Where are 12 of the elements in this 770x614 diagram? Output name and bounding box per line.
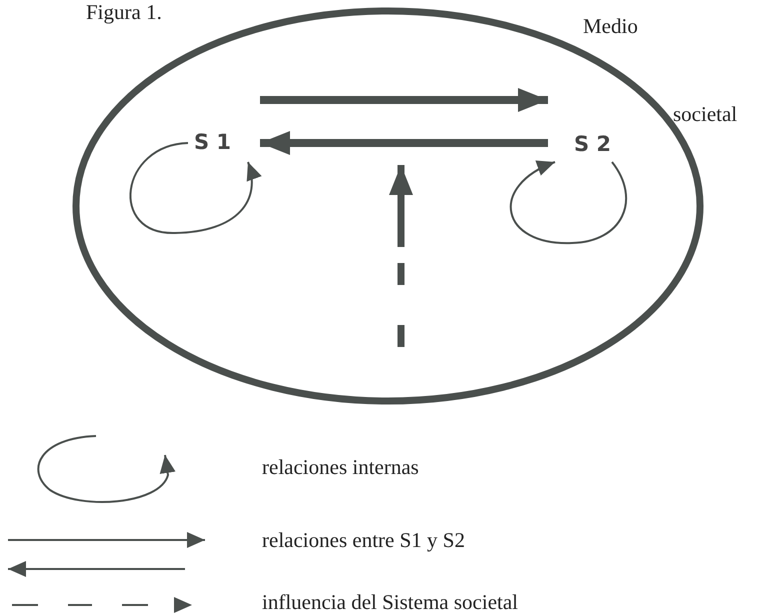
environment-label: Medio bbox=[583, 14, 638, 39]
arrow bbox=[260, 131, 548, 155]
environment-label: societal bbox=[673, 102, 738, 127]
legend-label: relaciones internas bbox=[262, 455, 419, 480]
system-label: S 2 bbox=[574, 132, 612, 156]
loop-arrow bbox=[130, 142, 261, 234]
arrow bbox=[260, 88, 548, 112]
legend-label: influencia del Sistema societal bbox=[262, 590, 518, 614]
loop-arrow bbox=[510, 161, 627, 244]
system-label: S 1 bbox=[194, 130, 232, 154]
figure-title: Figura 1. bbox=[86, 0, 162, 25]
legend-label: relaciones entre S1 y S2 bbox=[262, 528, 465, 553]
